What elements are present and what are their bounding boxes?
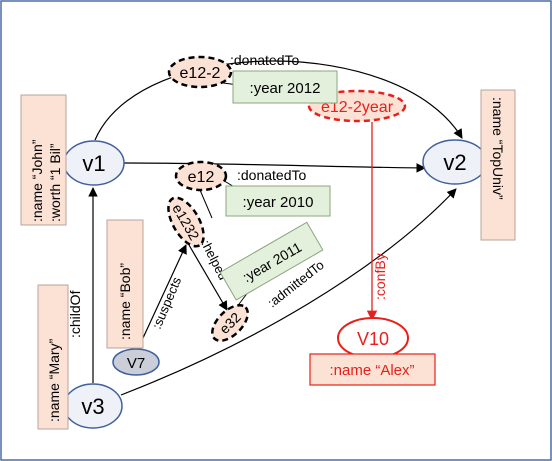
label-conf-by: :confBy <box>372 253 388 300</box>
prop-box-year-2011: :year 2011 <box>219 221 324 301</box>
node-v3: v3 <box>63 383 123 429</box>
edge-link-e12-e1232 <box>199 189 213 219</box>
label-donated-to-top: :donatedTo <box>230 52 299 68</box>
prop-box-john: :name “John” :worth “1 Bil” <box>20 94 67 226</box>
edge-donated-to-mid <box>123 162 426 173</box>
edge-node-e12-2: e12-2 <box>167 55 233 89</box>
node-v1: v1 <box>63 140 125 186</box>
edge-node-e12-2-label: e12-2 <box>180 65 221 82</box>
prop-john-worth: :worth “1 Bil” <box>47 143 63 222</box>
node-v2-label: v2 <box>443 150 466 175</box>
prop-box-mary: :name “Mary” <box>37 284 69 430</box>
label-child-of: :childOf <box>67 290 83 338</box>
edge-donated-to-top <box>94 60 463 141</box>
node-v7-label: V7 <box>127 355 145 372</box>
prop-topuniv: :name “TopUniv” <box>490 97 506 200</box>
edge-admitted-to <box>120 188 457 396</box>
node-v10: V10 <box>337 317 409 359</box>
label-suspects: :suspects <box>149 274 184 331</box>
edge-suspects <box>136 244 187 352</box>
prop-box-topuniv: :name “TopUniv” <box>480 89 516 241</box>
edge-node-e1232: e1232 <box>167 196 205 248</box>
prop-mary: :name “Mary” <box>46 338 62 422</box>
prop-box-year-2010: :year 2010 <box>225 185 331 217</box>
prop-alex: :name “Alex” <box>329 362 414 379</box>
node-v3-label: v3 <box>81 394 104 419</box>
node-v1-label: v1 <box>82 151 105 176</box>
prop-year-2010: :year 2010 <box>243 194 314 211</box>
label-donated-to-mid: :donatedTo <box>237 167 306 183</box>
edge-node-e12-label: e12 <box>188 169 215 186</box>
node-v2: v2 <box>422 139 488 185</box>
edge-helped <box>188 244 228 311</box>
prop-box-bob: :name “Bob” <box>106 219 144 349</box>
prop-year-2012: :year 2012 <box>250 80 321 97</box>
prop-john-name: :name “John” <box>29 139 45 222</box>
node-v7: V7 <box>112 348 160 376</box>
node-v10-label: V10 <box>357 329 389 349</box>
prop-bob: :name “Bob” <box>117 263 133 340</box>
edge-node-e32: e32 <box>211 304 249 342</box>
prop-box-year-2012: :year 2012 <box>232 70 338 104</box>
prop-box-alex: :name “Alex” <box>309 353 436 386</box>
edge-node-e12: e12 <box>174 160 228 192</box>
edge-node-e12-2year-label: e12-2year <box>321 99 394 116</box>
